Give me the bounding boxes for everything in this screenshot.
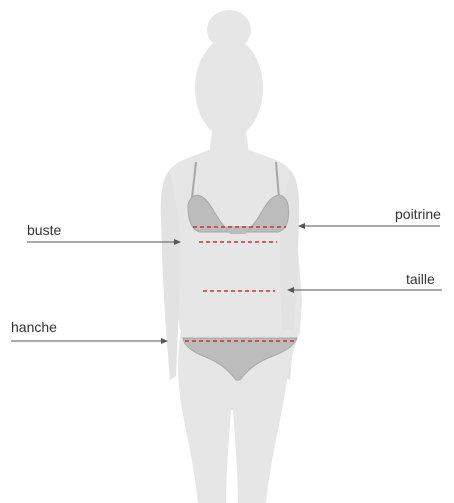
head: [195, 38, 263, 138]
silhouette: [161, 10, 302, 503]
label-taille: taille: [406, 272, 435, 286]
label-poitrine: poitrine: [395, 207, 441, 221]
label-hanche: hanche: [11, 320, 57, 334]
label-buste: buste: [27, 223, 61, 237]
poitrine-arrow-icon: [298, 223, 305, 229]
